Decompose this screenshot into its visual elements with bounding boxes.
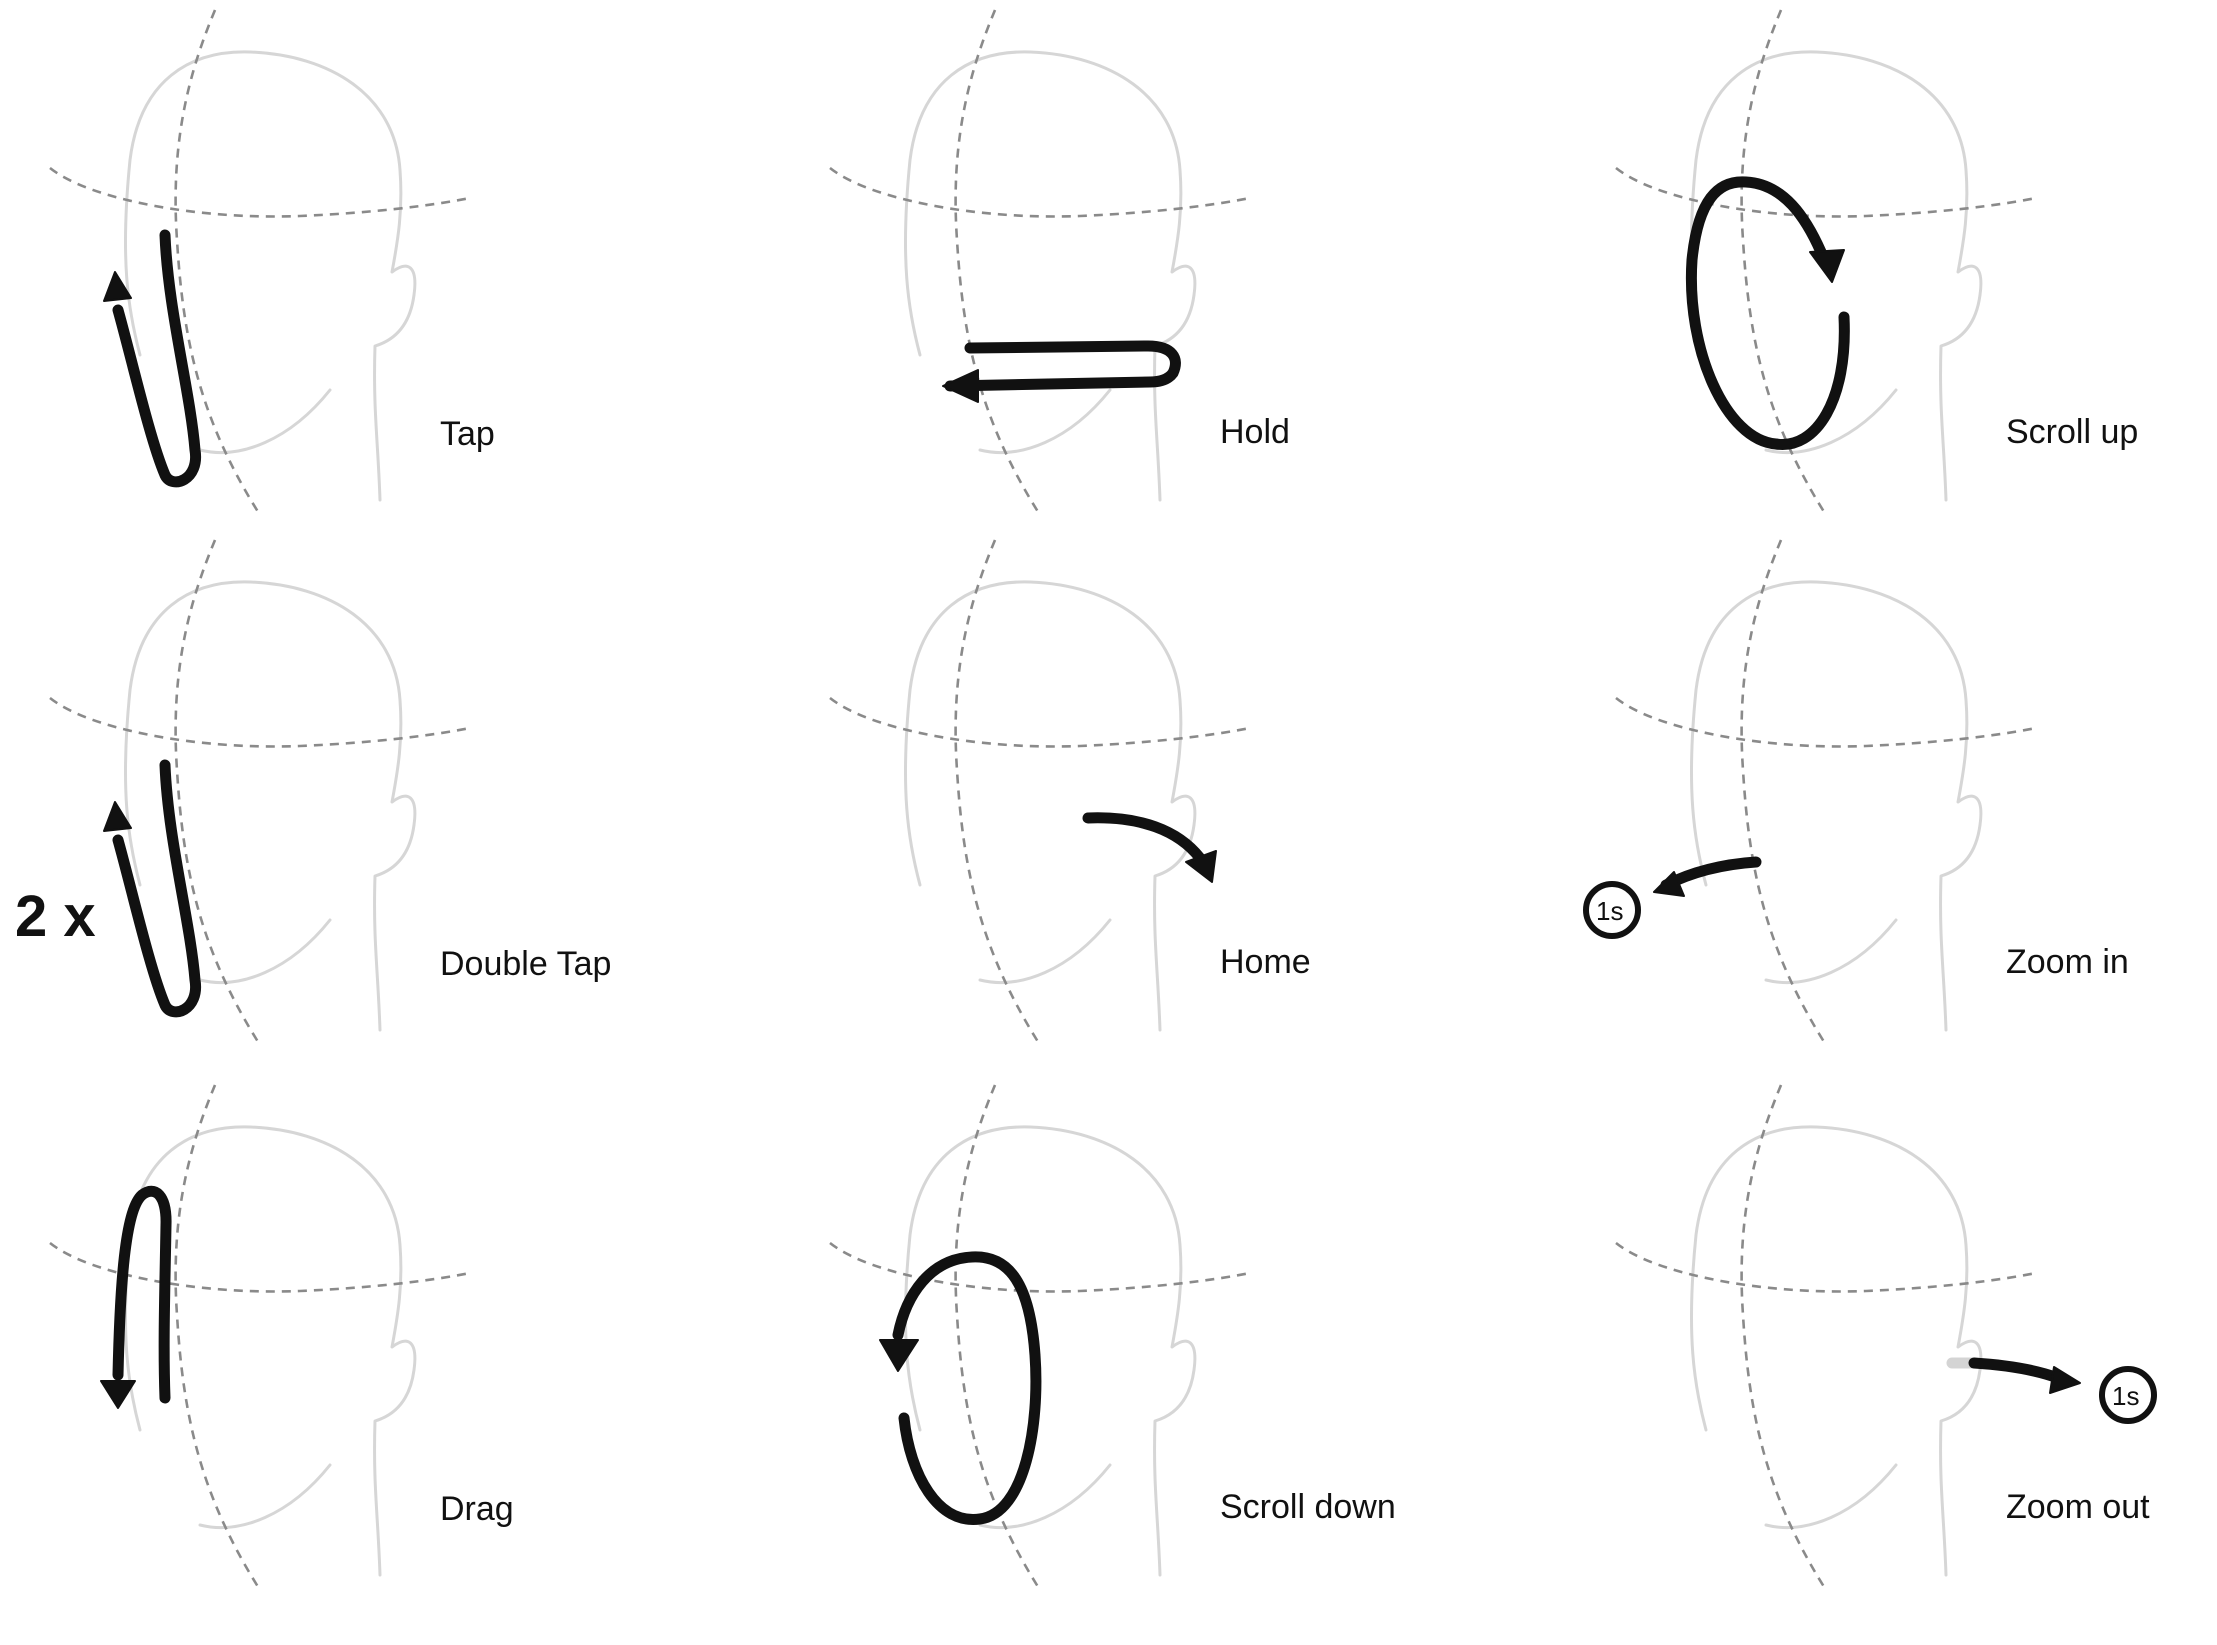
- timer-icon: [1583, 881, 1641, 939]
- cell-scroll-down: Scroll down: [828, 1083, 1396, 1592]
- head-outline: [48, 1083, 472, 1592]
- gesture-label: Zoom in: [2006, 943, 2129, 981]
- cell-tap: Tap: [48, 8, 495, 517]
- hold-gesture-path: [944, 340, 1181, 392]
- double-tap-gesture-path: [112, 759, 202, 1018]
- cell-zoom-in: 1s Zoom in: [1583, 538, 2129, 1047]
- gesture-label: Home: [1220, 943, 1311, 981]
- arrow-head-icon: [942, 369, 979, 403]
- arrow-head-icon: [100, 1380, 136, 1409]
- cell-double-tap: 2 x Double Tap: [15, 538, 611, 1047]
- tap-gesture-path: [112, 229, 202, 488]
- zoom-out-gesture-path: [1968, 1357, 2064, 1384]
- cell-home: Home: [828, 538, 1311, 1047]
- cell-scroll-up: Scroll up: [1614, 8, 2138, 517]
- gesture-label: Scroll down: [1220, 1488, 1396, 1526]
- head-outline: [828, 8, 1252, 517]
- arrow-head-icon: [103, 271, 132, 302]
- arrow-head-icon: [2049, 1366, 2081, 1394]
- arrow-head-icon: [103, 801, 132, 832]
- gesture-label: Zoom out: [2006, 1488, 2150, 1526]
- gesture-label: Scroll up: [2006, 413, 2138, 451]
- cell-zoom-out: 1s Zoom out: [1614, 1083, 2157, 1592]
- head-outline: [828, 538, 1252, 1047]
- gesture-label: Drag: [440, 1490, 514, 1528]
- gesture-label: Double Tap: [440, 945, 611, 983]
- head-outline: [1614, 538, 2038, 1047]
- gesture-label: Hold: [1220, 413, 1290, 451]
- arrow-head-icon: [1653, 871, 1685, 897]
- timer-label: 1s: [1596, 896, 1623, 926]
- timer-icon: [2099, 1366, 2157, 1424]
- gesture-label: Tap: [440, 415, 495, 453]
- timer-label: 1s: [2112, 1381, 2139, 1411]
- head-outline: [1614, 1083, 2038, 1592]
- drag-gesture-path: [112, 1185, 172, 1404]
- arrow-head-icon: [1185, 850, 1217, 883]
- cell-drag: Drag: [48, 1083, 514, 1592]
- cell-hold: Hold: [828, 8, 1290, 517]
- zoom-in-gesture-path: [1660, 856, 1762, 891]
- head-outline: [48, 538, 472, 1047]
- head-outline: [828, 1083, 1252, 1592]
- home-gesture-path: [1082, 812, 1206, 864]
- scroll-down-gesture-path: [892, 1251, 1042, 1525]
- head-outline: [48, 8, 472, 517]
- arrow-head-icon: [879, 1339, 919, 1372]
- multiplier-label: 2 x: [15, 884, 96, 949]
- arrow-head-icon: [1809, 249, 1845, 283]
- scroll-up-gesture-path: [1685, 176, 1850, 450]
